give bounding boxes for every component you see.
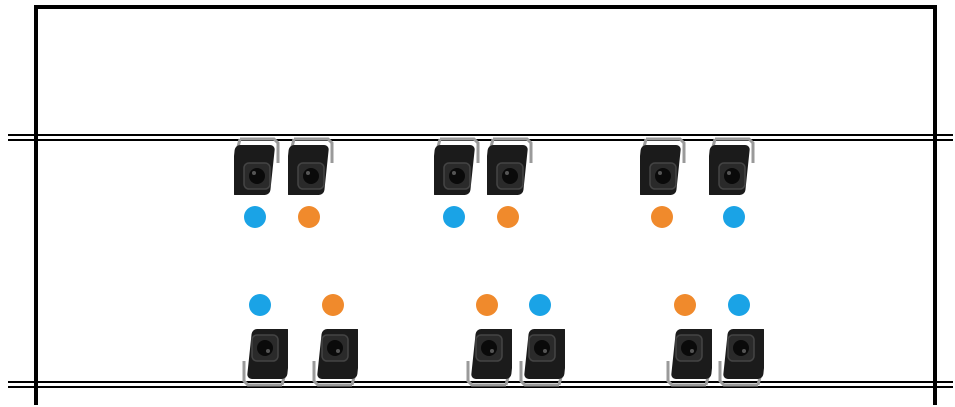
top-sensor-icon: [288, 137, 336, 204]
top-blue-dot: [443, 206, 465, 228]
bottom-sensor-icon: [517, 325, 565, 392]
bottom-sensor-icon: [664, 325, 712, 392]
bottom-orange-dot: [322, 294, 344, 316]
top-sensor-icon: [434, 137, 482, 204]
top-orange-dot: [497, 206, 519, 228]
top-sensor-icon: [640, 137, 688, 204]
bottom-sensor-icon: [310, 325, 358, 392]
bottom-sensor-icon: [464, 325, 512, 392]
top-sensor-icon: [234, 137, 282, 204]
top-orange-dot: [298, 206, 320, 228]
bottom-sensor-icon: [240, 325, 288, 392]
bottom-blue-dot: [529, 294, 551, 316]
top-orange-dot: [651, 206, 673, 228]
bottom-orange-dot: [674, 294, 696, 316]
top-blue-dot: [244, 206, 266, 228]
bottom-blue-dot: [249, 294, 271, 316]
top-sensor-icon: [487, 137, 535, 204]
bottom-sensor-icon: [716, 325, 764, 392]
top-blue-dot: [723, 206, 745, 228]
bottom-orange-dot: [476, 294, 498, 316]
bottom-blue-dot: [728, 294, 750, 316]
top-sensor-icon: [709, 137, 757, 204]
